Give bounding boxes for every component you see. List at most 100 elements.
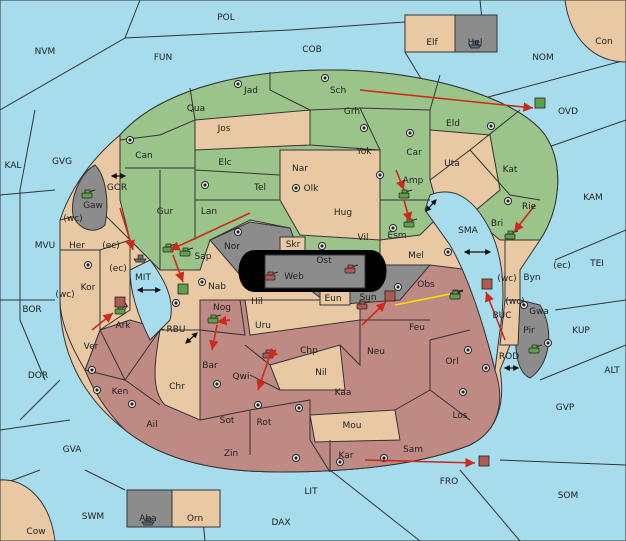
- sea-label-swm: SWM: [82, 512, 104, 522]
- land-label-kor: Kor: [81, 283, 96, 293]
- retreat-unit-icon[interactable]: [384, 290, 396, 302]
- land-label-kat: Kat: [503, 165, 518, 175]
- land-label-zin: Zin: [224, 449, 238, 459]
- supply-center-dot: [522, 303, 526, 307]
- coast-label-wc1: (wc): [63, 214, 82, 224]
- supply-center-dot: [506, 199, 510, 203]
- supply-center-dot: [297, 406, 301, 410]
- land-label-nar: Nar: [292, 164, 308, 174]
- army-unit-icon[interactable]: [528, 344, 543, 354]
- inner-sea-sma[interactable]: [424, 191, 504, 371]
- land-label-bri: Bri: [491, 219, 503, 229]
- land-label-ail: Ail: [146, 420, 157, 430]
- army-unit-icon[interactable]: [264, 271, 279, 281]
- land-label-chp: Chp: [300, 346, 318, 356]
- retreat-unit-icon[interactable]: [114, 296, 126, 308]
- supply-center-dot: [294, 186, 298, 190]
- land-label-esm: Esm: [387, 231, 406, 241]
- tan-chr: [154, 329, 201, 421]
- supply-center-dot: [489, 124, 493, 128]
- land-label-rie: Rie: [522, 202, 537, 212]
- fleet-unit-icon[interactable]: [133, 254, 147, 263]
- land-label-kaa: Kaa: [335, 388, 352, 398]
- supply-center-dot: [382, 456, 386, 460]
- region-orn[interactable]: [171, 489, 221, 528]
- sea-label-tei: TEI: [589, 259, 604, 269]
- land-label-qua: Qua: [187, 104, 205, 114]
- tan-mou: [309, 409, 401, 443]
- supply-center-dot: [362, 126, 366, 130]
- move-order-arrow: [361, 301, 387, 326]
- land-label-ken: Ken: [112, 387, 129, 397]
- sea-label-alt: ALT: [604, 366, 620, 376]
- double-arrow-icon: [425, 199, 437, 212]
- land-label-byn: Byn: [523, 273, 540, 283]
- supply-center-dot: [256, 403, 260, 407]
- land-label-nab: Nab: [208, 282, 226, 292]
- land-label-hug: Hug: [334, 208, 352, 218]
- supply-center-dot: [174, 301, 178, 305]
- land-label-skr: Skr: [286, 240, 301, 250]
- retreat-unit-icon[interactable]: [177, 283, 189, 295]
- coast-label-ec3: (ec): [553, 261, 571, 271]
- move-order-arrow: [91, 312, 114, 331]
- support-order-arrow: [394, 293, 451, 306]
- inner-sea-rbu[interactable]: [129, 259, 172, 341]
- sea-label-con: Con: [595, 37, 613, 47]
- coast-label-ec2: (ec): [109, 264, 127, 274]
- land-label-vil: Vil: [358, 233, 369, 243]
- move-order-arrow: [364, 457, 476, 468]
- supply-center-dot: [130, 402, 134, 406]
- fleet-unit-icon[interactable]: [468, 40, 482, 49]
- army-unit-icon[interactable]: [179, 247, 194, 257]
- move-order-arrow: [267, 347, 279, 359]
- land-label-feu: Feu: [409, 323, 425, 333]
- supply-center-dot: [236, 82, 240, 86]
- land-label-can: Can: [135, 151, 153, 161]
- supply-center-dot: [294, 456, 298, 460]
- fleet-unit-icon[interactable]: [141, 517, 155, 526]
- move-order-arrow: [119, 207, 135, 251]
- move-order-arrow: [172, 254, 185, 283]
- supply-center-dot: [320, 244, 324, 248]
- supply-center-dot: [200, 280, 204, 284]
- land-label-gaw: Gaw: [83, 201, 103, 211]
- army-unit-icon[interactable]: [398, 189, 413, 199]
- land-label-ark: Ark: [115, 321, 131, 331]
- land-label-jad: Jad: [243, 86, 258, 96]
- supply-center-dot: [203, 183, 207, 187]
- move-order-arrow: [256, 354, 271, 391]
- sea-label-kal: KAL: [5, 161, 22, 171]
- land-label-uru: Uru: [255, 321, 271, 331]
- army-unit-icon[interactable]: [344, 264, 359, 274]
- land-label-neu: Neu: [367, 347, 385, 357]
- supply-center-dot: [461, 390, 465, 394]
- army-unit-icon[interactable]: [81, 189, 96, 199]
- supply-center-dot: [546, 341, 550, 345]
- retreat-unit-icon[interactable]: [481, 278, 493, 290]
- army-unit-icon[interactable]: [449, 290, 464, 300]
- sea-label-cob: COB: [302, 45, 322, 55]
- sea-label-cow: Cow: [26, 527, 45, 537]
- land-label-web: Web: [284, 272, 304, 282]
- move-order-arrow: [485, 291, 506, 341]
- dislodged-unit-icon[interactable]: [534, 97, 546, 109]
- land-label-qwi: Qwi: [233, 372, 250, 382]
- move-order-arrow: [395, 169, 405, 191]
- supply-center-dot: [90, 368, 94, 372]
- retreat-unit-icon[interactable]: [478, 455, 490, 467]
- army-unit-icon[interactable]: [207, 314, 222, 324]
- land-label-tel: Tel: [253, 183, 266, 193]
- sea-label-gvg: GVG: [52, 157, 72, 167]
- land-label-ost: Ost: [316, 256, 332, 266]
- sea-label-rod: ROD: [499, 352, 519, 362]
- land-label-sap: Sap: [195, 252, 212, 262]
- army-unit-icon[interactable]: [356, 300, 371, 310]
- land-label-gur: Gur: [157, 207, 174, 217]
- land-label-eld: Eld: [446, 119, 460, 129]
- move-order-arrow: [359, 89, 534, 112]
- land-label-uta: Uta: [444, 159, 460, 169]
- supply-center-dot: [408, 131, 412, 135]
- supply-center-dot: [338, 460, 342, 464]
